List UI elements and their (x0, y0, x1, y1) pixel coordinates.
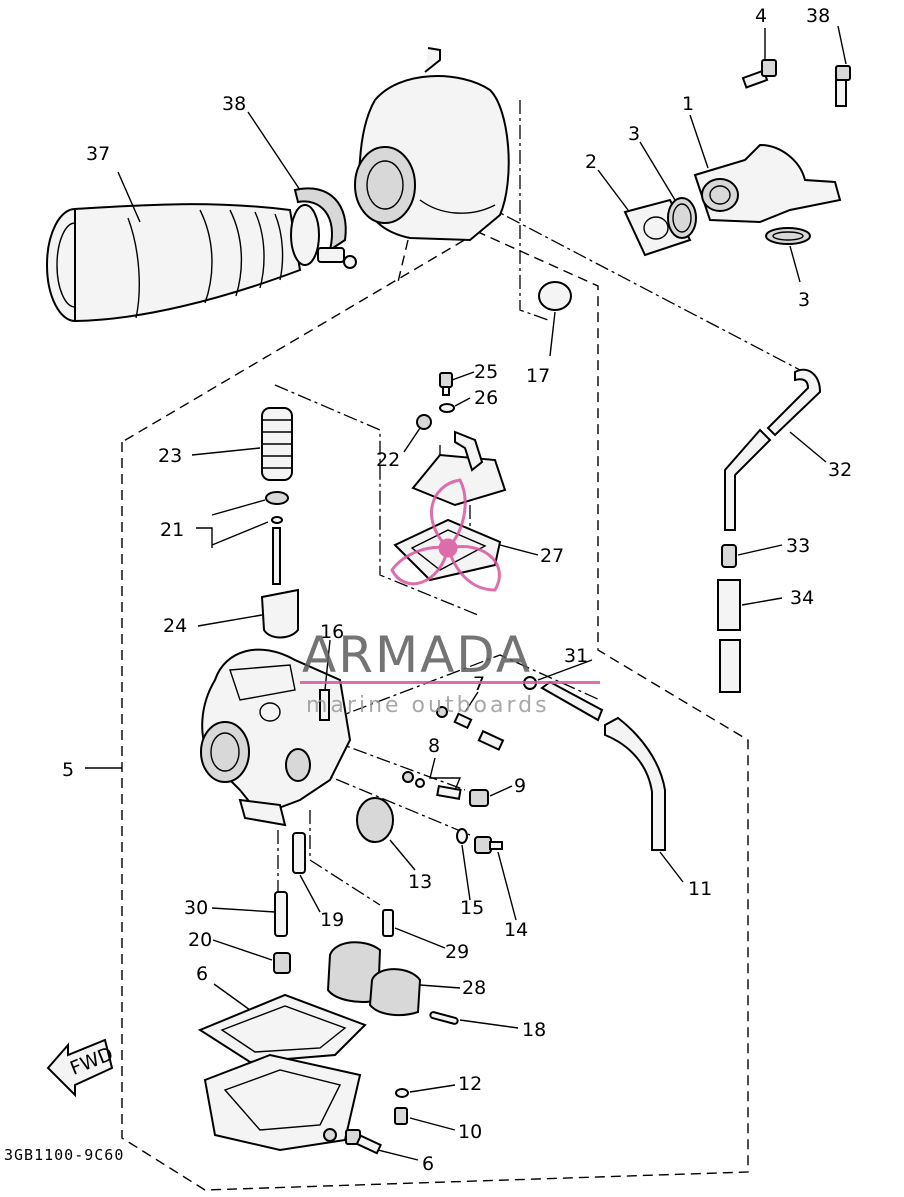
watermark-brand: ARMADA (302, 626, 532, 684)
jet-30 (382, 909, 394, 937)
callout-3a: 3 (628, 123, 640, 145)
watermark-tagline: marine outboards (306, 693, 550, 718)
pin-19 (429, 1011, 459, 1025)
jet-21 (273, 952, 291, 974)
callout-32: 31 (564, 645, 588, 667)
callout-23: 22 (376, 449, 400, 471)
callout-labels: 4 38 1 3 2 3 37 38 17 32 33 34 25 26 22 … (62, 5, 852, 1175)
callout-12: 10 (458, 1121, 482, 1143)
callout-5: 5 (62, 759, 74, 781)
callout-34: 33 (786, 535, 810, 557)
callout-22: 21 (160, 519, 184, 541)
callout-2: 2 (585, 151, 597, 173)
part-17 (319, 689, 330, 721)
callout-10: 9 (514, 775, 526, 797)
callout-35: 34 (790, 587, 814, 609)
needle (272, 527, 281, 585)
cap-18 (538, 281, 572, 311)
callout-11: 11 (688, 878, 712, 900)
washer-22 (265, 491, 289, 505)
callout-18: 17 (526, 365, 550, 387)
float-bowl (203, 1053, 362, 1152)
breather-hose (717, 368, 822, 693)
callout-27: 26 (474, 387, 498, 409)
hose-11 (604, 716, 666, 851)
screw-26 (439, 372, 453, 388)
screw-12 (394, 1107, 408, 1125)
screw-9 (402, 771, 462, 800)
callout-29: 28 (462, 977, 486, 999)
o-ring-3b (765, 227, 811, 245)
intake-boot (46, 203, 320, 323)
callout-36: 38 (806, 5, 830, 27)
spring-24 (261, 407, 293, 481)
callout-38: 38 (222, 93, 246, 115)
callout-31: 30 (184, 897, 208, 919)
guide-lines (274, 100, 801, 915)
watermark-divider (300, 681, 600, 684)
callout-26: 25 (474, 361, 498, 383)
washer-27 (439, 403, 455, 413)
callout-30: 29 (445, 941, 469, 963)
callout-9: 8 (428, 735, 440, 757)
callout-13: 12 (458, 1073, 482, 1095)
callout-15: 14 (504, 919, 528, 941)
propeller-logo-icon (390, 478, 501, 592)
intake-manifold (693, 143, 842, 224)
callout-4: 4 (755, 5, 767, 27)
callout-19: 18 (522, 1019, 546, 1041)
top-cover (411, 430, 507, 507)
callout-1: 1 (682, 93, 694, 115)
leader-lines (85, 25, 847, 1161)
assembly-boundary (121, 217, 749, 1191)
armada-watermark: ARMADA marine outboards (300, 478, 600, 718)
callout-20: 19 (320, 909, 344, 931)
screw-10 (469, 789, 489, 807)
callout-17: 16 (320, 621, 344, 643)
callout-25: 24 (163, 615, 187, 637)
floats-29 (326, 941, 422, 1017)
carburetor-body (200, 648, 352, 827)
callout-7: 6 (422, 1153, 434, 1175)
callout-33: 32 (828, 459, 852, 481)
callout-6: 6 (196, 963, 208, 985)
callout-37: 37 (86, 143, 110, 165)
hose-clamp (293, 187, 357, 269)
bolt-4 (741, 59, 777, 89)
callout-16: 15 (460, 897, 484, 919)
screw-15 (474, 836, 503, 854)
fwd-arrow-icon: FWD (46, 1038, 116, 1098)
diagram-code: 3GB1100-9C60 (4, 1146, 124, 1164)
washer-16 (456, 828, 468, 844)
callout-3b: 3 (798, 289, 810, 311)
air-box (354, 47, 510, 242)
cap-14 (356, 797, 394, 843)
ball-23 (416, 414, 432, 430)
screw-8 (436, 706, 505, 751)
drain-screw-7 (345, 1129, 382, 1155)
callout-14: 13 (408, 871, 432, 893)
washer-13 (395, 1088, 409, 1098)
callout-24: 23 (158, 445, 182, 467)
jet-20 (292, 832, 306, 874)
callout-28: 27 (540, 545, 564, 567)
jet-31 (274, 891, 288, 937)
callout-21: 20 (188, 929, 212, 951)
bolt-36 (835, 65, 851, 107)
throttle-piston-25 (260, 588, 299, 639)
